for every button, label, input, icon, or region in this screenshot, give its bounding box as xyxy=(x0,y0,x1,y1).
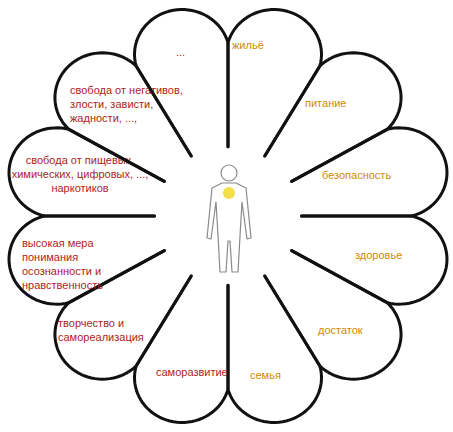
petal-label: питание xyxy=(305,96,360,110)
petal-shape xyxy=(262,50,404,184)
petal-outline xyxy=(55,53,191,182)
petal-label: саморазвитие xyxy=(156,365,246,379)
petal: безопасность xyxy=(289,125,449,218)
petal-label: высокая мера понимания осознанности и нр… xyxy=(22,236,150,292)
petal-label: достаток xyxy=(318,323,383,337)
petal-outline xyxy=(265,53,401,182)
petal-label: ... xyxy=(176,45,200,59)
petal-outline xyxy=(228,276,321,422)
petal-label: здоровье xyxy=(355,248,420,262)
petal: высокая мера понимания осознанности и нр… xyxy=(7,213,167,307)
heart-dot xyxy=(223,187,235,199)
petal: питание xyxy=(262,50,404,184)
petal-label: безопасность xyxy=(322,168,422,182)
petal-shape xyxy=(226,274,324,425)
petal-outline xyxy=(135,10,228,156)
petal-outline xyxy=(292,128,447,216)
petal-shape xyxy=(132,7,231,158)
petal-shape xyxy=(262,248,404,382)
petal-outline xyxy=(135,276,228,422)
petal: достаток xyxy=(262,248,404,382)
petal-outline xyxy=(9,216,164,304)
petal-outline xyxy=(228,10,321,156)
petal: семья xyxy=(226,274,324,425)
petal-outline xyxy=(265,251,401,380)
figure-head xyxy=(221,165,237,181)
petal: свобода от негативов, злости, зависти, ж… xyxy=(52,50,194,184)
petal-label: семья xyxy=(250,368,300,382)
petal-label: жильё xyxy=(232,38,277,52)
petal-outline xyxy=(292,216,447,304)
petal-label: свобода от пищевых, химических, цифровых… xyxy=(5,153,155,195)
petal: ... xyxy=(132,7,231,158)
figure-body xyxy=(207,183,251,272)
petal-label: творчество и самореализация xyxy=(58,316,158,344)
